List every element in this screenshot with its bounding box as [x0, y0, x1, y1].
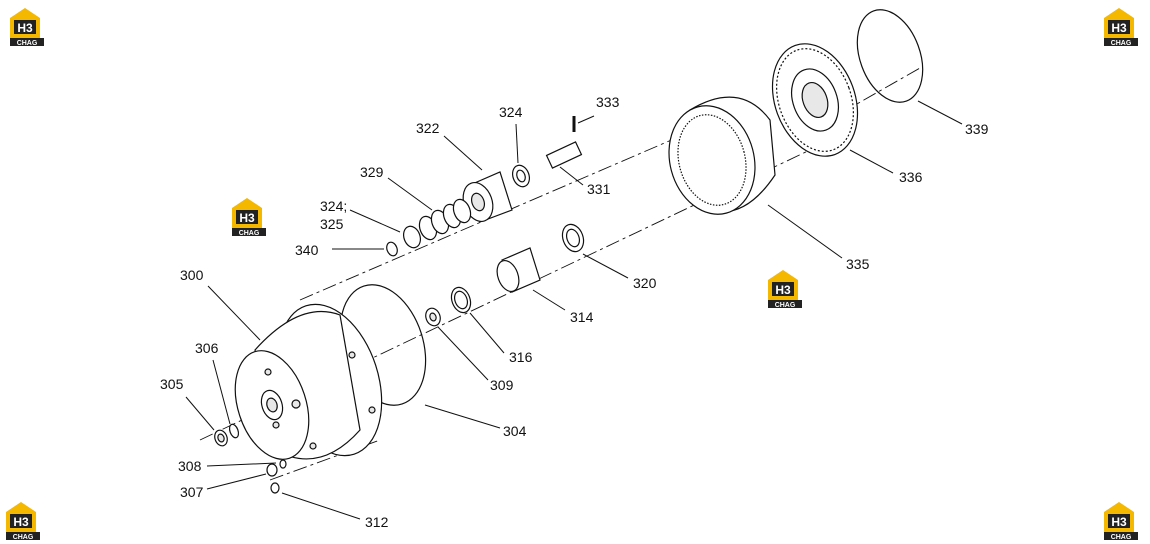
- ring-316-inner: [453, 290, 469, 310]
- axis-lower: [269, 439, 381, 481]
- callout-316: 316: [509, 349, 533, 365]
- logo-sub: CHAG: [17, 40, 38, 47]
- callout-322: 322: [416, 120, 440, 136]
- callout-304: 304: [503, 423, 527, 439]
- callout-308: 308: [178, 458, 202, 474]
- ring-gear-335: [668, 96, 776, 215]
- callout-312: 312: [365, 514, 389, 530]
- logo-sub: CHAG: [13, 534, 34, 541]
- housing-300: [234, 303, 383, 460]
- logo-sub: CHAG: [239, 230, 260, 237]
- snap-ring-339: [856, 9, 924, 103]
- logo-bottom-left: H3 CHAG: [6, 502, 40, 541]
- sun-gear-314: [496, 247, 541, 293]
- washer-306: [228, 423, 240, 439]
- ring-340: [386, 241, 398, 257]
- planet-gear-322: [462, 171, 513, 223]
- callout-309: 309: [490, 377, 514, 393]
- callout-324-semicolon: 324;: [320, 198, 347, 214]
- logo-top-left: H3 CHAG: [10, 8, 44, 47]
- logo-mark: H3: [17, 21, 33, 35]
- logo-top-right: H3 CHAG: [1104, 8, 1138, 47]
- callout-300: 300: [180, 267, 204, 283]
- logo-mark: H3: [239, 211, 255, 225]
- logo-sub: CHAG: [1111, 534, 1132, 541]
- logo-mark: H3: [1111, 21, 1127, 35]
- bolt-307: [266, 463, 278, 477]
- washer-324-325: [402, 225, 422, 249]
- washer-308: [279, 459, 287, 469]
- needle-bearing-329: [418, 198, 472, 241]
- logo-mid-left: H3 CHAG: [232, 198, 266, 237]
- logo-mark: H3: [775, 283, 791, 297]
- logo-mid-right: H3 CHAG: [768, 270, 802, 309]
- callout-314: 314: [570, 309, 594, 325]
- callout-325: 325: [320, 216, 344, 232]
- bearing-309-hole: [429, 312, 437, 322]
- washer-324-top-hole: [516, 169, 526, 183]
- shaft-331: [545, 141, 583, 169]
- logo-bottom-right: H3 CHAG: [1104, 502, 1138, 541]
- ring-320-inner: [565, 228, 581, 248]
- leader-lines: [185, 100, 963, 520]
- bolt-312: [270, 482, 280, 494]
- callout-339: 339: [965, 121, 989, 137]
- callout-333: 333: [596, 94, 620, 110]
- callout-336: 336: [899, 169, 923, 185]
- nut-305: [214, 429, 228, 447]
- callout-331: 331: [587, 181, 611, 197]
- logo-sub: CHAG: [775, 302, 796, 309]
- callout-329: 329: [360, 164, 384, 180]
- callout-306: 306: [195, 340, 219, 356]
- callout-305: 305: [160, 376, 184, 392]
- callout-324-top: 324: [499, 104, 523, 120]
- callout-335: 335: [846, 256, 870, 272]
- callout-340: 340: [295, 242, 319, 258]
- logo-mark: H3: [13, 515, 29, 529]
- gear-carrier-336: [771, 43, 859, 157]
- callout-307: 307: [180, 484, 204, 500]
- logo-mark: H3: [1111, 515, 1127, 529]
- logo-sub: CHAG: [1111, 40, 1132, 47]
- callout-320: 320: [633, 275, 657, 291]
